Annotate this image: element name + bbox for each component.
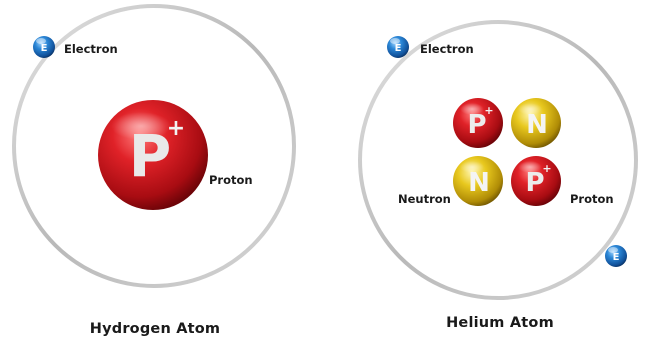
helium-proton-2-charge: +	[542, 162, 551, 175]
helium-electron-1: E	[387, 36, 409, 58]
helium-electron-1-symbol: E	[395, 43, 402, 54]
hydrogen-electron: E	[33, 36, 55, 58]
helium-atom: P + N N P + E	[360, 22, 636, 331]
helium-neutron-label: Neutron	[398, 192, 451, 206]
helium-neutron-2-symbol: N	[468, 168, 490, 198]
helium-proton-label: Proton	[570, 192, 614, 206]
helium-caption: Helium Atom	[446, 315, 554, 331]
hydrogen-proton: P +	[98, 100, 208, 210]
helium-electron-2-symbol: E	[613, 252, 620, 263]
helium-proton-2: P +	[511, 156, 561, 206]
helium-proton-1: P +	[453, 98, 503, 148]
helium-electron-2: E	[605, 245, 627, 267]
hydrogen-proton-symbol: P	[129, 122, 172, 190]
helium-orbit	[360, 22, 636, 298]
hydrogen-electron-label: Electron	[64, 42, 118, 56]
hydrogen-caption: Hydrogen Atom	[90, 321, 221, 337]
helium-neutron-1: N	[511, 98, 561, 148]
hydrogen-electron-symbol: E	[41, 43, 48, 54]
helium-neutron-2: N	[453, 156, 503, 206]
helium-proton-1-charge: +	[484, 104, 493, 117]
helium-electron-label: Electron	[420, 42, 474, 56]
hydrogen-proton-label: Proton	[209, 173, 253, 187]
hydrogen-atom: P + E Electron Proton Hydrogen Atom	[14, 6, 294, 337]
hydrogen-proton-charge: +	[167, 116, 185, 141]
helium-neutron-1-symbol: N	[526, 110, 548, 140]
